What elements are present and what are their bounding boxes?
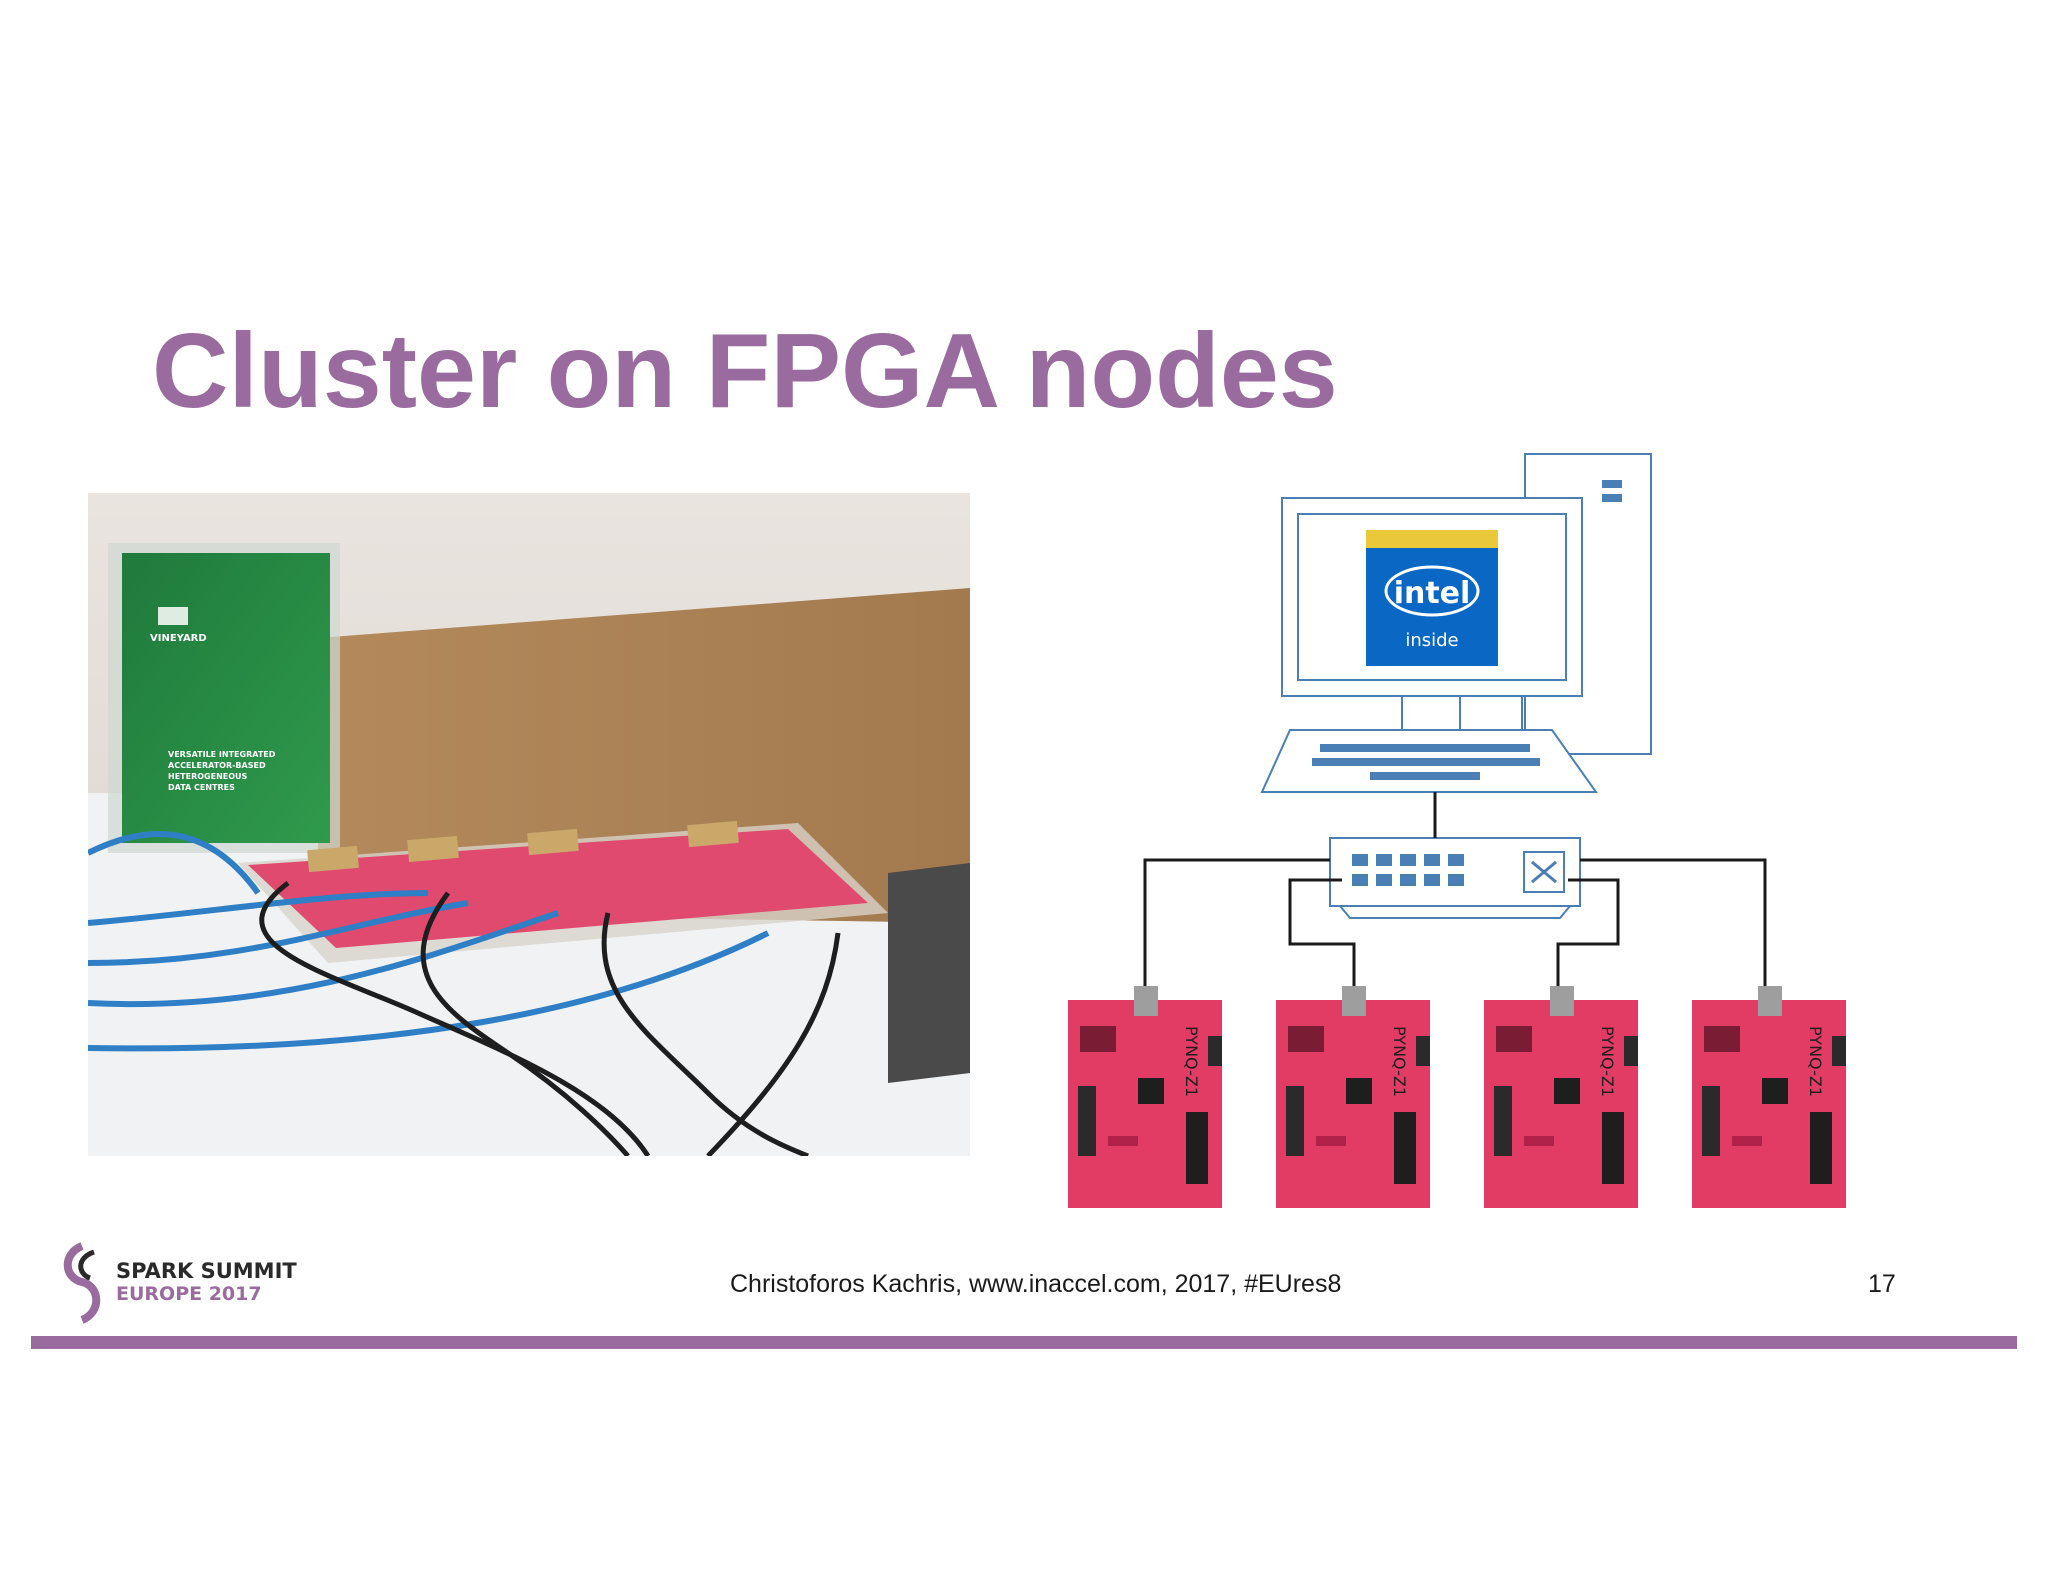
switch-ports-icon <box>1352 854 1464 886</box>
logo-line1: SPARK SUMMIT <box>116 1259 297 1283</box>
slide-title: Cluster on FPGA nodes <box>152 312 1338 430</box>
logo-line2: EUROPE 2017 <box>116 1283 262 1305</box>
network-links <box>1143 792 1767 986</box>
spark-summit-logo: SPARK SUMMIT EUROPE 2017 <box>56 1238 356 1324</box>
sign-line-2: ACCELERATOR-BASED <box>168 761 266 770</box>
keyboard-keys-icon <box>1312 744 1540 780</box>
pynq-board-label: PYNQ-Z1 <box>1182 1026 1201 1097</box>
pynq-board: PYNQ-Z1 <box>1692 986 1846 1210</box>
cluster-diagram: intel inside PYNQ-Z1 PYNQ-Z1 PYNQ-Z1 PYNQ-Z… <box>1040 448 1900 1210</box>
pynq-board-label: PYNQ-Z1 <box>1806 1026 1825 1097</box>
footer-bar <box>31 1336 2017 1349</box>
pynq-board: PYNQ-Z1 <box>1276 986 1430 1210</box>
sign-line-4: DATA CENTRES <box>168 783 235 792</box>
sign-brand-icon <box>158 607 188 625</box>
sign-brand-text: VINEYARD <box>150 633 207 644</box>
network-switch <box>1329 837 1581 907</box>
switch-crossover-icon <box>1523 851 1565 893</box>
intel-inside-badge: intel inside <box>1366 530 1498 666</box>
intel-inside-word: inside <box>1405 630 1458 651</box>
sign-line-1: VERSATILE INTEGRATED <box>168 750 276 759</box>
spark-summit-logo-icon <box>63 1242 101 1324</box>
pynq-board-label: PYNQ-Z1 <box>1598 1026 1617 1097</box>
pynq-board: PYNQ-Z1 <box>1484 986 1638 1210</box>
page-number: 17 <box>1868 1270 1896 1298</box>
sign-line-3: HETEROGENEOUS <box>168 772 248 781</box>
intel-word: intel <box>1394 576 1471 611</box>
cluster-photo: VINEYARD VERSATILE INTEGRATED ACCELERATO… <box>88 493 970 1156</box>
footer-text: Christoforos Kachris, www.inaccel.com, 2… <box>730 1270 1342 1298</box>
pynq-board-label: PYNQ-Z1 <box>1390 1026 1409 1097</box>
power-cables <box>259 881 841 1156</box>
pynq-board: PYNQ-Z1 <box>1068 986 1222 1210</box>
